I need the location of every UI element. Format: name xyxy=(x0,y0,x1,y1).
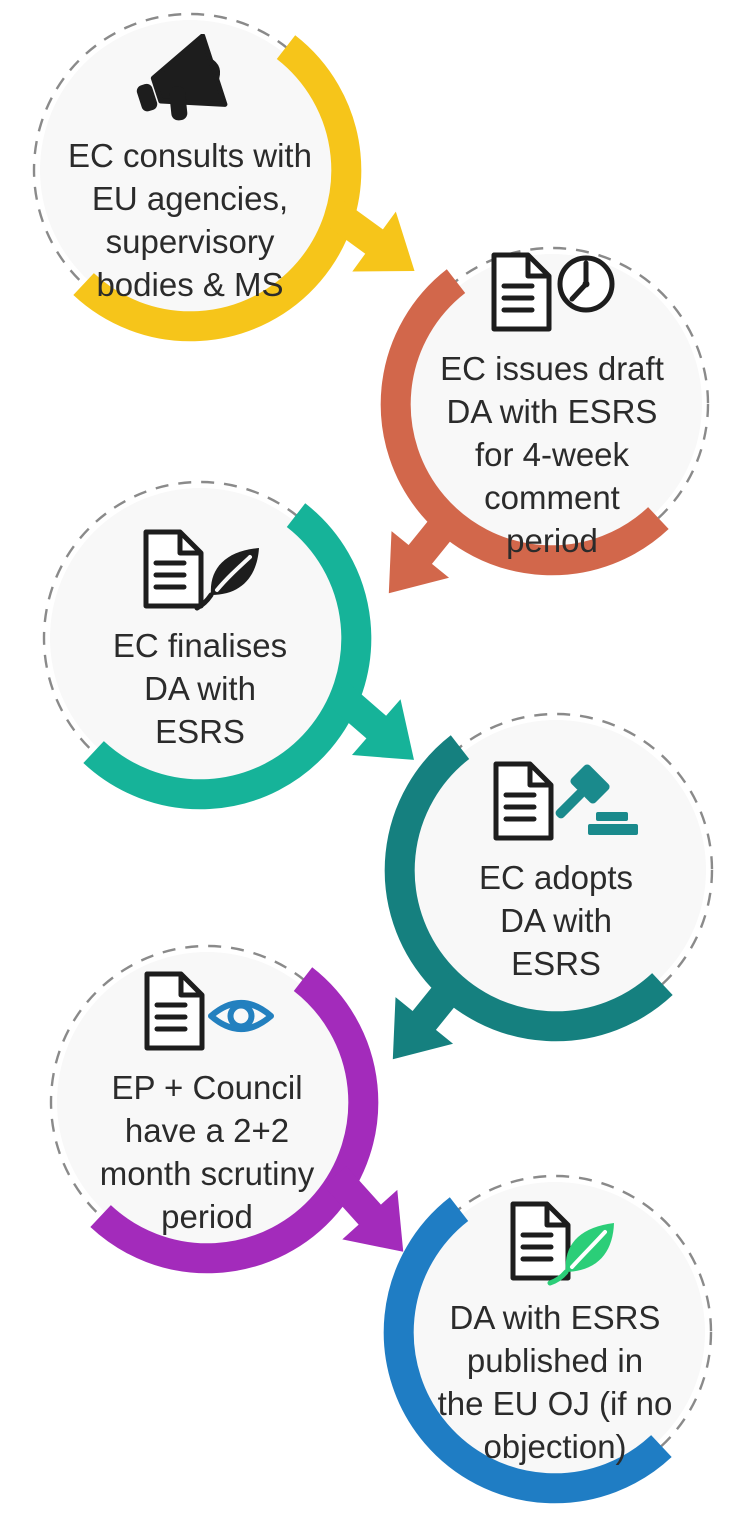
progress-arc xyxy=(383,1197,672,1504)
progress-arc xyxy=(83,503,372,810)
step-1-ring xyxy=(32,12,415,342)
progress-arc xyxy=(73,35,362,342)
inner-circle xyxy=(405,1182,705,1482)
inner-circle xyxy=(406,720,706,1020)
arrow-to-step-6 xyxy=(323,1165,404,1252)
step-3-ring xyxy=(42,480,414,810)
step-6-ring xyxy=(383,1174,713,1504)
progress-arc xyxy=(380,269,669,576)
progress-arc xyxy=(90,967,379,1274)
step-4-ring xyxy=(384,712,714,1060)
inner-circle xyxy=(50,488,350,788)
arrow-to-step-3 xyxy=(388,504,465,594)
inner-circle xyxy=(57,952,357,1252)
step-2-ring xyxy=(380,246,710,594)
progress-arc xyxy=(384,735,673,1042)
step-6-published: DA with ESRS published in the EU OJ (if … xyxy=(295,1072,730,1520)
inner-circle xyxy=(402,254,702,554)
arrow-to-step-5 xyxy=(392,970,469,1060)
arrow-to-step-4 xyxy=(327,681,414,760)
arrow-to-step-2 xyxy=(323,198,415,272)
step-5-ring xyxy=(49,944,404,1274)
inner-circle xyxy=(40,20,340,320)
